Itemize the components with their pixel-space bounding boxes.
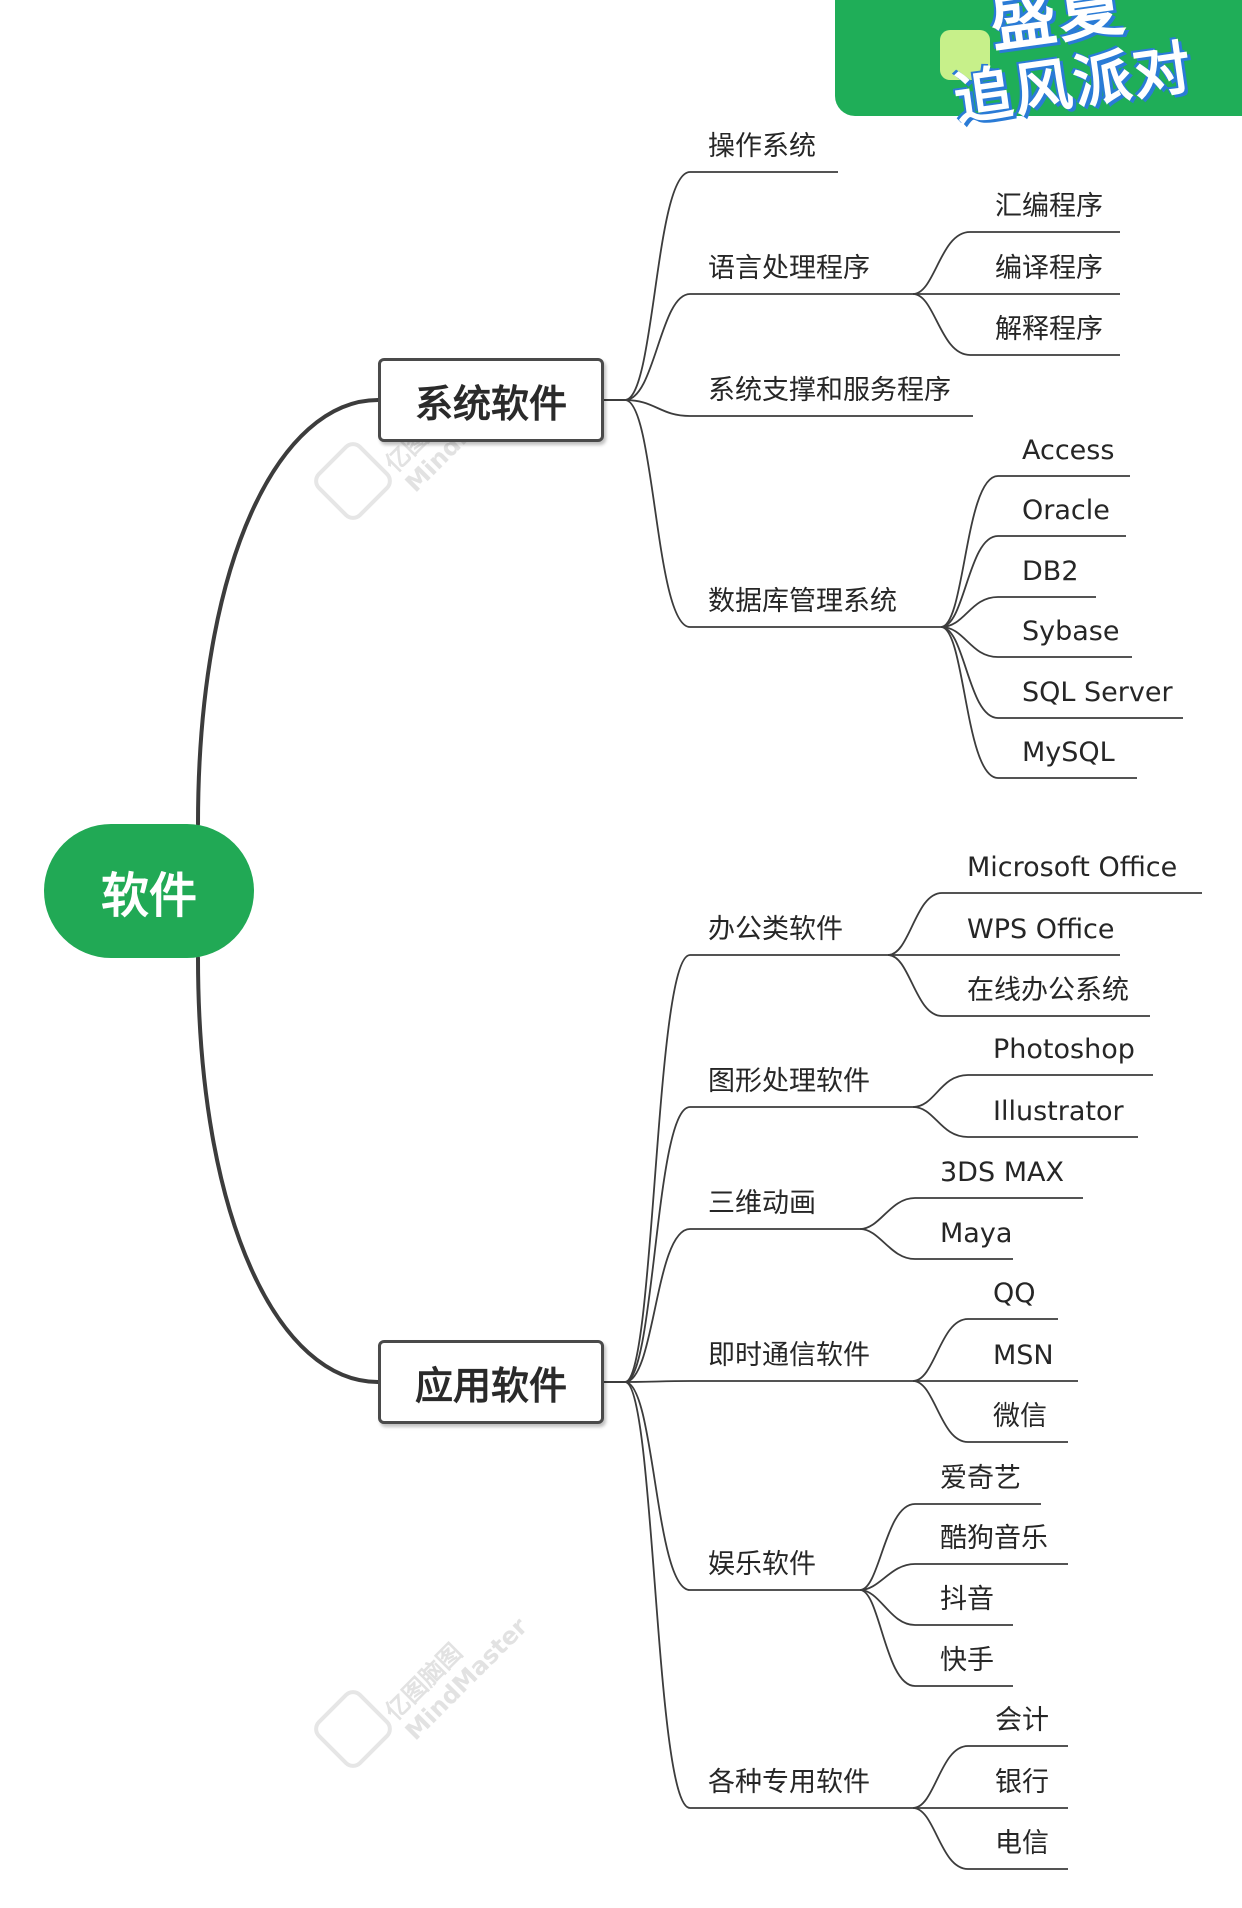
node-db-item[interactable]: DB2 xyxy=(1022,556,1079,587)
graphics-line-1 xyxy=(912,1074,1153,1108)
node-3d-animation[interactable]: 三维动画 xyxy=(708,1188,816,1219)
node-lang-item[interactable]: 编译程序 xyxy=(995,253,1103,284)
node-system-support[interactable]: 系统支撑和服务程序 xyxy=(708,375,951,406)
office-line-3 xyxy=(887,954,1150,1017)
graphics-line-2 xyxy=(912,1106,1138,1138)
node-office-software[interactable]: 办公类软件 xyxy=(708,914,843,945)
sys-line-lang xyxy=(604,293,913,401)
node-graphics-item[interactable]: Illustrator xyxy=(993,1096,1124,1127)
sys-line-os xyxy=(604,171,838,401)
node-entertainment-software[interactable]: 娱乐软件 xyxy=(708,1549,816,1580)
app-line-ent xyxy=(604,1381,860,1591)
ent-line-2 xyxy=(859,1563,1068,1591)
node-ent-item[interactable]: 爱奇艺 xyxy=(940,1463,1021,1494)
app-line-graphics xyxy=(604,1106,913,1383)
node-ent-item[interactable]: 快手 xyxy=(940,1645,994,1676)
root-node[interactable]: 软件 xyxy=(44,824,254,958)
im-line-1 xyxy=(912,1318,1058,1382)
lang-line-3 xyxy=(912,293,1120,356)
root-to-system-line xyxy=(196,398,380,826)
anim-line-2 xyxy=(859,1228,1013,1260)
node-special-software[interactable]: 各种专用软件 xyxy=(708,1767,870,1798)
node-special-item[interactable]: 银行 xyxy=(995,1767,1049,1798)
node-db-item[interactable]: Sybase xyxy=(1022,616,1120,647)
node-db-item[interactable]: Access xyxy=(1022,435,1115,466)
im-line-3 xyxy=(912,1380,1068,1443)
node-dbms[interactable]: 数据库管理系统 xyxy=(708,586,897,617)
node-im-item[interactable]: 微信 xyxy=(993,1401,1047,1432)
ent-line-1 xyxy=(859,1503,1041,1591)
node-os[interactable]: 操作系统 xyxy=(708,131,816,162)
node-ent-item[interactable]: 酷狗音乐 xyxy=(940,1523,1048,1554)
node-special-item[interactable]: 会计 xyxy=(995,1705,1049,1736)
db-line-4 xyxy=(940,626,1132,658)
node-anim-item[interactable]: Maya xyxy=(940,1218,1013,1249)
node-ent-item[interactable]: 抖音 xyxy=(940,1584,994,1615)
node-db-item[interactable]: MySQL xyxy=(1022,737,1115,768)
node-language-processor[interactable]: 语言处理程序 xyxy=(708,253,870,284)
node-office-item[interactable]: WPS Office xyxy=(967,914,1115,945)
sys-line-db xyxy=(604,399,941,628)
db-line-1 xyxy=(940,475,1130,628)
node-graphics-item[interactable]: Photoshop xyxy=(993,1034,1135,1065)
node-im-item[interactable]: QQ xyxy=(993,1278,1036,1309)
db-line-5 xyxy=(940,626,1183,719)
node-office-item[interactable]: Microsoft Office xyxy=(967,852,1178,883)
app-line-special xyxy=(604,1381,913,1809)
branch-application-software[interactable]: 应用软件 xyxy=(378,1340,604,1424)
special-line-1 xyxy=(912,1745,1068,1809)
node-lang-item[interactable]: 解释程序 xyxy=(995,314,1103,345)
app-line-im xyxy=(604,1380,913,1383)
app-line-office xyxy=(604,954,888,1383)
node-db-item[interactable]: Oracle xyxy=(1022,495,1110,526)
node-graphics-software[interactable]: 图形处理软件 xyxy=(708,1066,870,1097)
node-office-item[interactable]: 在线办公系统 xyxy=(967,975,1129,1006)
branch-label: 应用软件 xyxy=(414,1363,567,1408)
ent-line-4 xyxy=(859,1589,1013,1687)
db-line-6 xyxy=(940,626,1137,779)
db-line-2 xyxy=(940,535,1126,628)
promo-banner[interactable] xyxy=(835,0,1242,116)
root-node-label: 软件 xyxy=(100,868,197,924)
branch-system-software[interactable]: 系统软件 xyxy=(378,358,604,442)
branch-label: 系统软件 xyxy=(414,381,567,426)
special-line-3 xyxy=(912,1807,1068,1870)
office-line-1 xyxy=(887,892,1202,956)
root-to-app-line xyxy=(196,956,380,1384)
app-line-anim xyxy=(604,1228,860,1383)
node-im-software[interactable]: 即时通信软件 xyxy=(708,1340,870,1371)
anim-line-1 xyxy=(859,1197,1083,1230)
node-db-item[interactable]: SQL Server xyxy=(1022,677,1173,708)
node-special-item[interactable]: 电信 xyxy=(995,1828,1049,1859)
ent-line-3 xyxy=(859,1589,1013,1626)
lang-line-1 xyxy=(912,231,1120,295)
db-line-3 xyxy=(940,596,1096,628)
node-lang-item[interactable]: 汇编程序 xyxy=(995,191,1103,222)
node-im-item[interactable]: MSN xyxy=(993,1340,1054,1371)
node-anim-item[interactable]: 3DS MAX xyxy=(940,1157,1064,1188)
app-logo-icon xyxy=(940,30,990,80)
